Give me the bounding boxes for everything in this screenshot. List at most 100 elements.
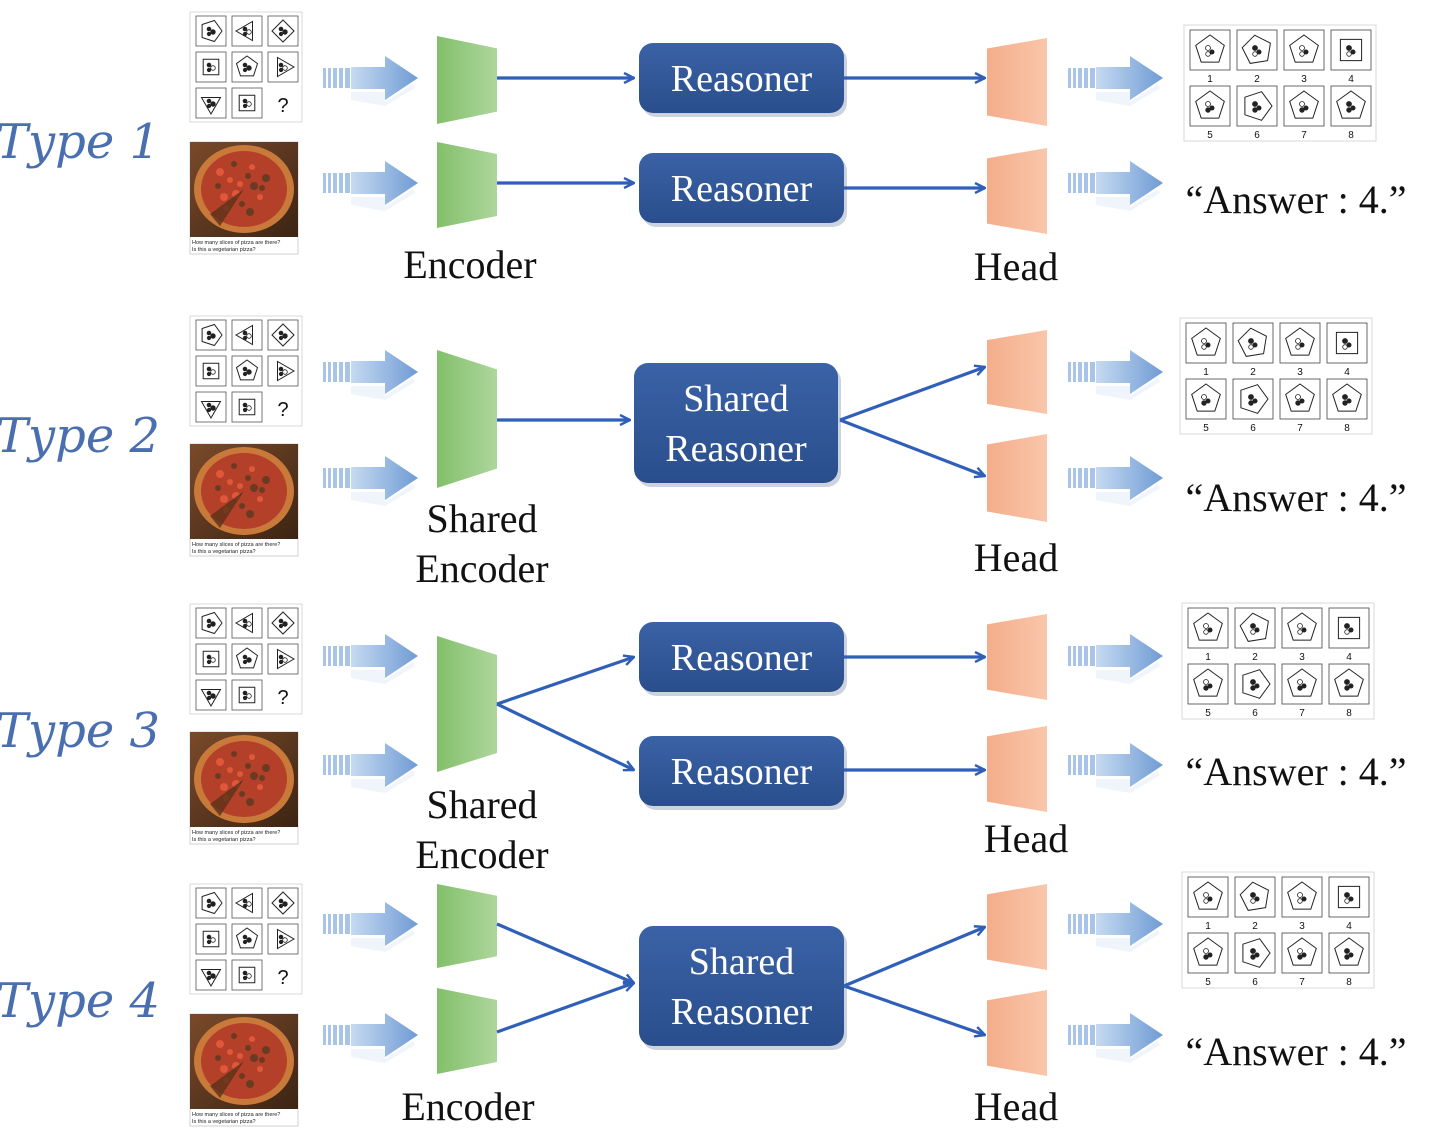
missing-slice — [210, 189, 244, 226]
dot — [210, 369, 216, 375]
pizza-topping — [220, 193, 228, 201]
arrow-reflection — [1096, 930, 1160, 952]
arrow-body — [1096, 902, 1163, 946]
dot — [210, 101, 216, 107]
choice-number: 5 — [1205, 708, 1211, 719]
pizza-topping — [249, 164, 255, 170]
reasoner-label: Reasoner — [671, 58, 813, 100]
puzzle-input: ? — [189, 315, 303, 427]
dot — [1344, 679, 1350, 685]
puzzle-input: ? — [189, 11, 303, 123]
reasoner-box: Reasoner — [639, 736, 847, 810]
encoder-label: Shared — [426, 782, 537, 827]
dot — [282, 369, 288, 375]
dot — [246, 937, 252, 943]
encoder-block — [437, 988, 497, 1074]
flow-arrow — [839, 418, 985, 476]
arrow-tail-stripe — [328, 755, 331, 775]
arrow-body — [351, 743, 418, 787]
pizza-topping — [257, 194, 263, 200]
dot — [242, 903, 248, 909]
dot — [1342, 344, 1348, 350]
puzzle-cell — [195, 87, 227, 119]
cell-shape — [238, 686, 256, 704]
answer-choice: 6 — [1234, 663, 1276, 719]
choice-number: 2 — [1252, 921, 1258, 932]
dot — [1201, 344, 1207, 350]
arrow-tail-stripe — [1090, 362, 1095, 382]
dot — [206, 330, 212, 336]
shared-encoder-block — [437, 636, 497, 772]
dot — [1201, 400, 1207, 406]
dot — [1303, 105, 1309, 111]
arrow-body — [351, 56, 418, 100]
pizza-topping — [262, 476, 270, 484]
arrow-tail-stripe — [1068, 68, 1071, 88]
puzzle-cell — [231, 15, 263, 47]
dot — [278, 62, 284, 68]
dot — [206, 659, 212, 665]
pizza-question: Is this a vegetarian pizza? — [192, 549, 256, 555]
arrow-tail-stripe — [1068, 914, 1071, 934]
puzzle-cell — [267, 319, 299, 351]
pizza-topping — [215, 183, 221, 189]
dot — [1252, 107, 1258, 113]
arrow-tail-stripe — [1090, 646, 1095, 666]
dot — [282, 621, 288, 627]
arrow-tail-stripe — [1084, 755, 1088, 775]
choice-number: 5 — [1203, 423, 1209, 434]
output-arrow — [1068, 56, 1163, 106]
choice-shape — [1193, 937, 1223, 966]
encoder-label: Encoder — [403, 242, 536, 287]
answer-choice: 4 — [1328, 607, 1370, 663]
dot — [206, 26, 212, 32]
dot — [1297, 954, 1303, 960]
pizza-topping — [259, 487, 265, 493]
arrow-tail-stripe — [345, 1025, 350, 1045]
dot — [1207, 627, 1213, 633]
answer-choice: 7 — [1281, 663, 1323, 719]
output-arrow — [1068, 902, 1163, 952]
dot — [1201, 338, 1207, 344]
pizza-question: How many slices of pizza are there? — [192, 542, 280, 548]
choice-number: 4 — [1344, 367, 1350, 378]
dot — [206, 335, 212, 341]
missing-slice — [210, 491, 244, 528]
dot — [1250, 892, 1256, 898]
dot — [206, 898, 212, 904]
dot — [1205, 45, 1211, 51]
dot — [206, 939, 212, 945]
arrow-tail-stripe — [323, 362, 326, 382]
pizza-topping — [227, 1049, 233, 1055]
dot — [242, 659, 248, 665]
dot — [246, 973, 252, 979]
dot — [246, 405, 252, 411]
arrow-tail-stripe — [1068, 362, 1071, 382]
arrow-reflection — [351, 771, 415, 793]
arrow-tail-stripe — [339, 362, 343, 382]
choice-number: 2 — [1252, 652, 1258, 663]
encoder-block — [437, 884, 497, 968]
choice-shape — [1240, 384, 1269, 414]
pizza-topping — [231, 1033, 237, 1039]
flow-arrow — [843, 927, 985, 988]
dot — [1207, 683, 1213, 689]
missing-slice — [210, 779, 244, 816]
pizza-input: How many slices of pizza are there?Is th… — [189, 1013, 299, 1127]
dot — [1297, 629, 1303, 635]
arrow-tail-stripe — [1084, 1025, 1088, 1045]
pizza-topping — [237, 181, 243, 187]
arrow-tail-stripe — [1073, 68, 1076, 88]
dot — [206, 695, 212, 701]
pizza-topping — [250, 1054, 258, 1062]
dot — [1346, 107, 1352, 113]
dot — [210, 65, 216, 71]
encoder-label: Encoder — [415, 832, 548, 877]
dot — [242, 623, 248, 629]
cell-shape — [202, 650, 220, 668]
dot — [242, 330, 248, 336]
puzzle-cell — [231, 87, 263, 119]
dot — [210, 901, 216, 907]
answer-choice: 4 — [1326, 322, 1368, 378]
